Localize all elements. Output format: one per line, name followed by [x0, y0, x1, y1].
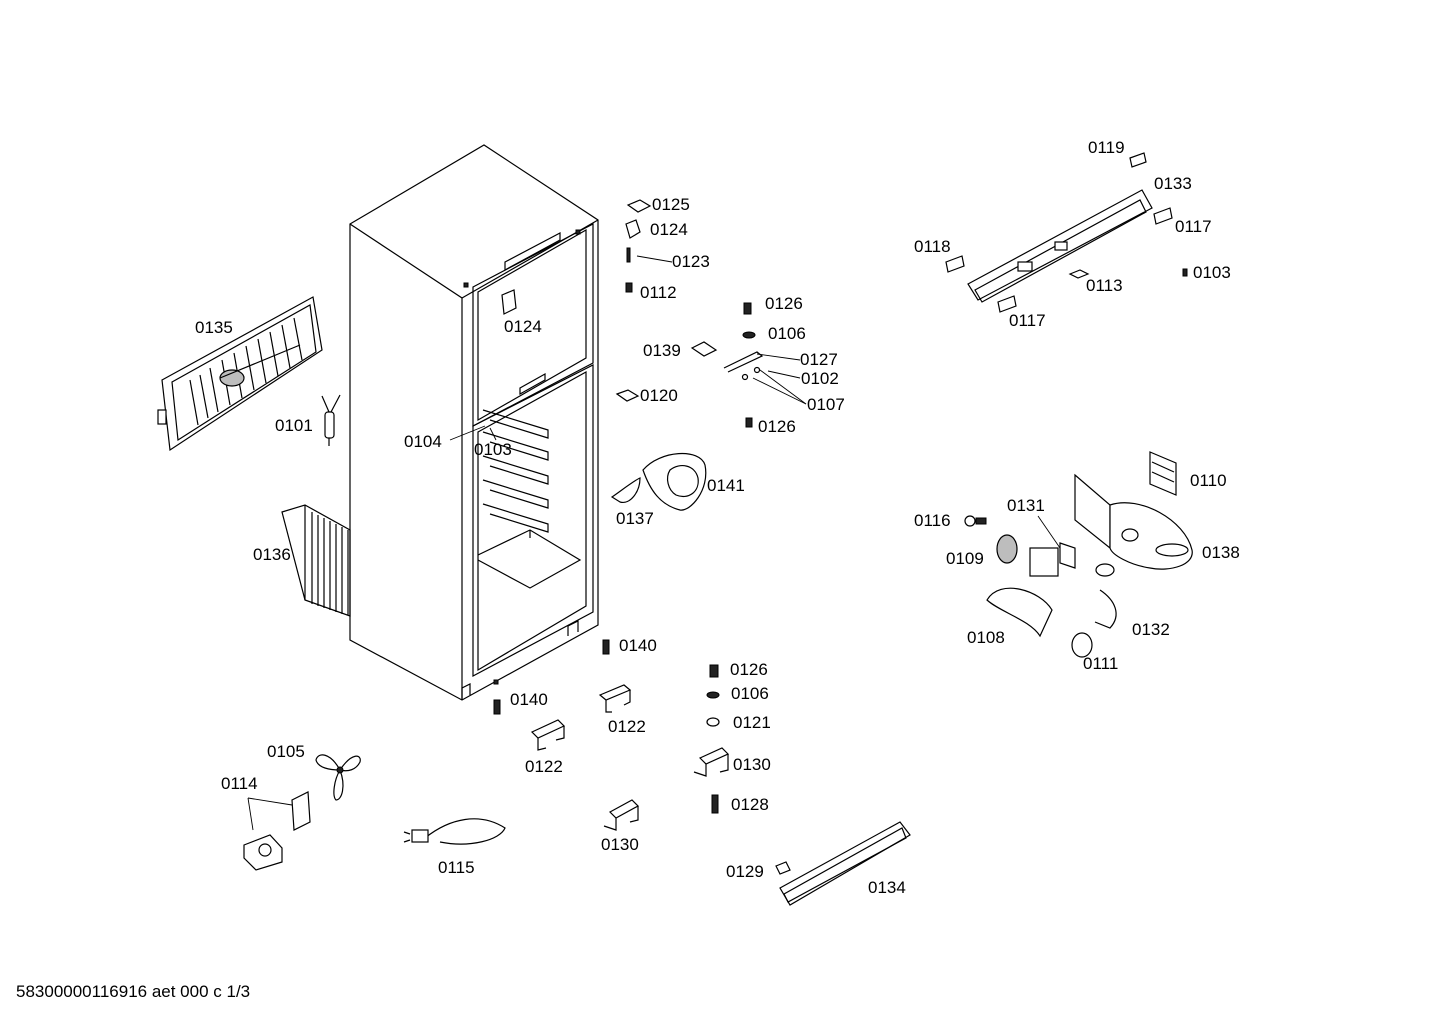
diagram-footer-code: 58300000116916 aet 000 c 1/3 — [16, 982, 251, 1001]
label-0140-upper: 0140 — [619, 636, 657, 655]
label-0111: 0111 — [1083, 654, 1119, 673]
label-0110: 0110 — [1190, 471, 1227, 490]
label-0123: 0123 — [672, 252, 710, 271]
label-0134: 0134 — [868, 878, 906, 897]
label-0106-top: 0106 — [768, 324, 806, 343]
upper-hinge-parts — [501, 199, 652, 315]
label-0129: 0129 — [726, 862, 764, 881]
label-0122-right: 0122 — [608, 717, 646, 736]
label-0114: 0114 — [221, 774, 258, 793]
label-0126-top: 0126 — [765, 294, 803, 313]
label-0126-bottom: 0126 — [730, 660, 768, 679]
label-0121: 0121 — [733, 713, 771, 732]
label-0112: 0112 — [640, 283, 677, 302]
rear-panel-part — [157, 296, 323, 452]
label-0130-right: 0130 — [733, 755, 771, 774]
label-0116: 0116 — [914, 511, 951, 530]
label-0117-bottom: 0117 — [1009, 311, 1046, 330]
label-0140-lower: 0140 — [510, 690, 548, 709]
label-0113: 0113 — [1086, 276, 1123, 295]
middle-hinge-parts — [615, 302, 764, 428]
label-0136: 0136 — [253, 545, 291, 564]
label-0120: 0120 — [640, 386, 678, 405]
label-0137: 0137 — [616, 509, 654, 528]
label-0108: 0108 — [967, 628, 1005, 647]
control-panel-part — [945, 152, 1188, 313]
capacitor-part — [321, 394, 341, 446]
label-0124-upper: 0124 — [650, 220, 688, 239]
label-0101: 0101 — [275, 416, 313, 435]
label-0127: 0127 — [800, 350, 838, 369]
fan-motor-part — [243, 791, 311, 871]
label-0124-cabinet: 0124 — [504, 317, 542, 336]
label-0122-left: 0122 — [525, 757, 563, 776]
fan-cover-part — [610, 453, 707, 511]
label-0119: 0119 — [1088, 138, 1125, 157]
label-0128: 0128 — [731, 795, 769, 814]
condenser-part — [281, 504, 351, 617]
label-0103-right: 0103 — [1193, 263, 1231, 282]
label-0126-mid: 0126 — [758, 417, 796, 436]
label-0138: 0138 — [1202, 543, 1240, 562]
label-0132: 0132 — [1132, 620, 1170, 639]
label-0135: 0135 — [195, 318, 233, 337]
label-0106-bottom: 0106 — [731, 684, 769, 703]
leader-lines — [247, 255, 1061, 831]
label-0130-bottom: 0130 — [601, 835, 639, 854]
label-0115: 0115 — [438, 858, 475, 877]
fan-housing-part — [964, 451, 1193, 658]
label-0133: 0133 — [1154, 174, 1192, 193]
label-0107: 0107 — [807, 395, 845, 414]
label-0139: 0139 — [643, 341, 681, 360]
label-0109: 0109 — [946, 549, 984, 568]
label-0104: 0104 — [404, 432, 442, 451]
label-0125: 0125 — [652, 195, 690, 214]
bottom-grille-part — [775, 821, 911, 906]
label-0141: 0141 — [707, 476, 745, 495]
bottom-small-parts — [493, 639, 730, 831]
label-0117-right: 0117 — [1175, 217, 1212, 236]
refrigerator-cabinet — [349, 144, 599, 701]
label-0102: 0102 — [801, 369, 839, 388]
label-0103-cabinet: 0103 — [474, 440, 512, 459]
power-cord-part — [403, 818, 506, 845]
fan-blade-part — [315, 754, 361, 801]
label-0118: 0118 — [914, 237, 951, 256]
label-0105: 0105 — [267, 742, 305, 761]
label-0131: 0131 — [1007, 496, 1045, 515]
